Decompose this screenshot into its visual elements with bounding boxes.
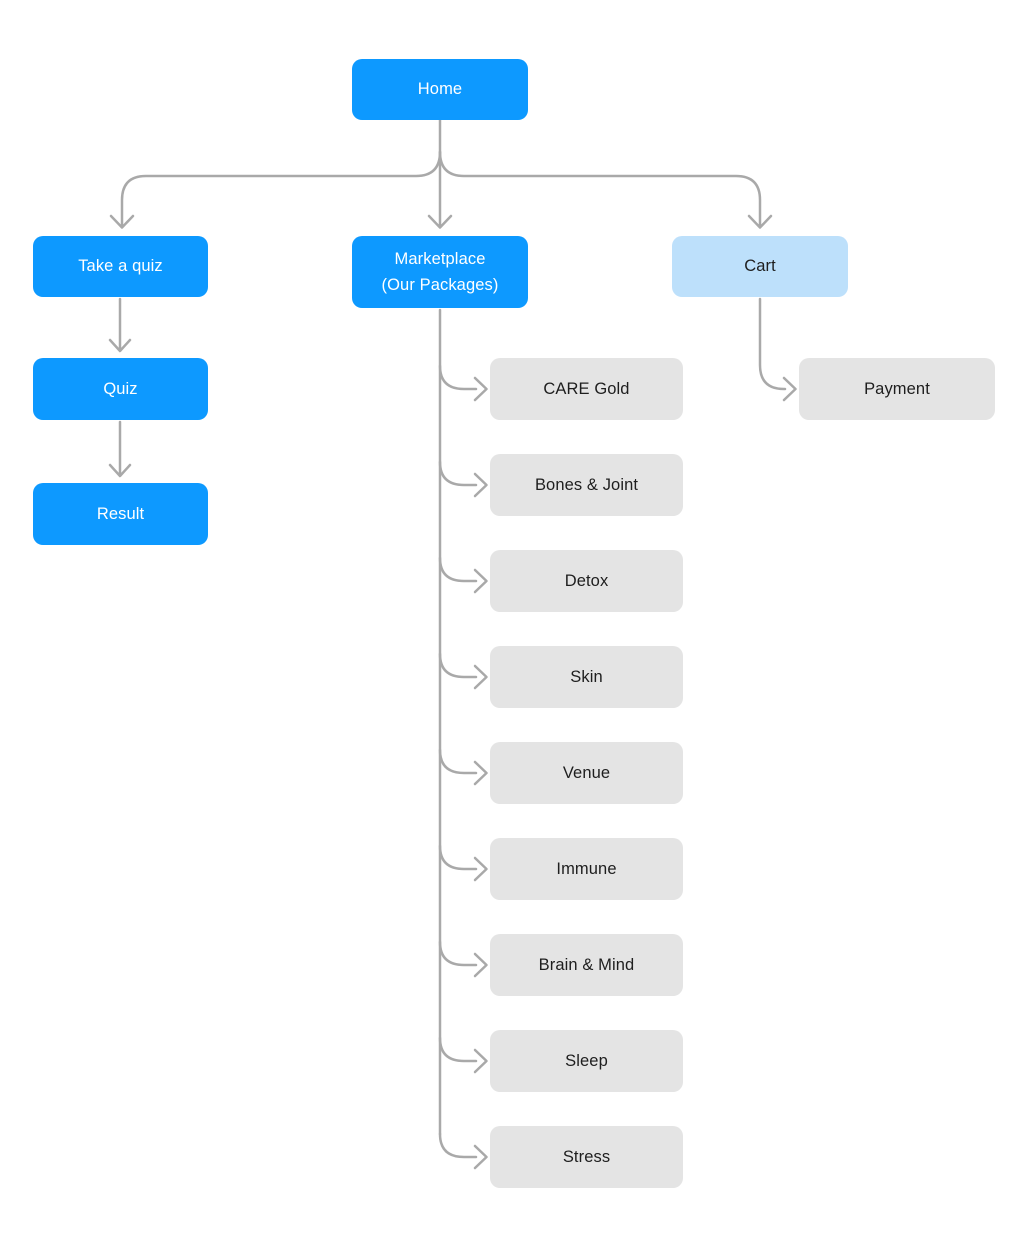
node-home-label: Home (417, 80, 463, 98)
connector-home-to-take-a-quiz (109, 150, 442, 229)
connector-marketplace-to-bones-joint (438, 460, 488, 498)
node-package-bones-joint[interactable]: Bones & Joint (490, 454, 683, 516)
connector-marketplace-to-immune (438, 844, 488, 882)
node-package-bones-joint-label: Bones & Joint (534, 475, 639, 494)
connector-marketplace-to-skin (438, 652, 488, 690)
node-cart-label: Cart (744, 257, 776, 275)
node-cart[interactable]: Cart (672, 236, 848, 297)
node-marketplace[interactable]: Marketplace (Our Packages) (352, 236, 528, 308)
node-package-immune[interactable]: Immune (490, 838, 683, 900)
node-package-brain-mind-label: Brain & Mind (538, 955, 635, 974)
connector-marketplace-to-care-gold (438, 364, 488, 402)
connector-home-to-marketplace (427, 118, 453, 229)
connector-home-to-cart (438, 150, 773, 229)
node-marketplace-label-line1: Marketplace (394, 250, 486, 268)
connector-marketplace-to-stress (438, 1132, 488, 1170)
node-package-skin[interactable]: Skin (490, 646, 683, 708)
node-package-stress-label: Stress (562, 1147, 611, 1166)
node-package-brain-mind[interactable]: Brain & Mind (490, 934, 683, 996)
connector-marketplace-to-sleep (438, 1036, 488, 1074)
connector-marketplace-to-venue (438, 748, 488, 786)
node-package-detox-label: Detox (564, 571, 609, 590)
node-take-a-quiz-label: Take a quiz (78, 257, 163, 275)
node-result[interactable]: Result (33, 483, 208, 545)
node-quiz[interactable]: Quiz (33, 358, 208, 420)
node-package-sleep[interactable]: Sleep (490, 1030, 683, 1092)
node-package-care-gold-label: CARE Gold (543, 379, 630, 398)
connector-quiz-to-result (108, 420, 132, 478)
node-result-label: Result (96, 504, 145, 523)
connector-marketplace-to-brain-mind (438, 940, 488, 978)
node-quiz-label: Quiz (103, 379, 138, 398)
connector-cart-to-payment (758, 297, 797, 402)
node-package-stress[interactable]: Stress (490, 1126, 683, 1188)
node-take-a-quiz[interactable]: Take a quiz (33, 236, 208, 297)
node-package-detox[interactable]: Detox (490, 550, 683, 612)
node-payment-label: Payment (864, 379, 930, 398)
node-package-skin-label: Skin (570, 667, 603, 686)
node-marketplace-label-line2: (Our Packages) (381, 276, 499, 294)
connector-marketplace-to-detox (438, 556, 488, 594)
node-payment[interactable]: Payment (799, 358, 995, 420)
node-home[interactable]: Home (352, 59, 528, 120)
node-package-sleep-label: Sleep (565, 1051, 608, 1070)
node-package-venue[interactable]: Venue (490, 742, 683, 804)
node-package-venue-label: Venue (562, 763, 611, 782)
node-package-immune-label: Immune (556, 859, 617, 878)
node-package-care-gold[interactable]: CARE Gold (490, 358, 683, 420)
connector-take-a-quiz-to-quiz (108, 297, 132, 353)
